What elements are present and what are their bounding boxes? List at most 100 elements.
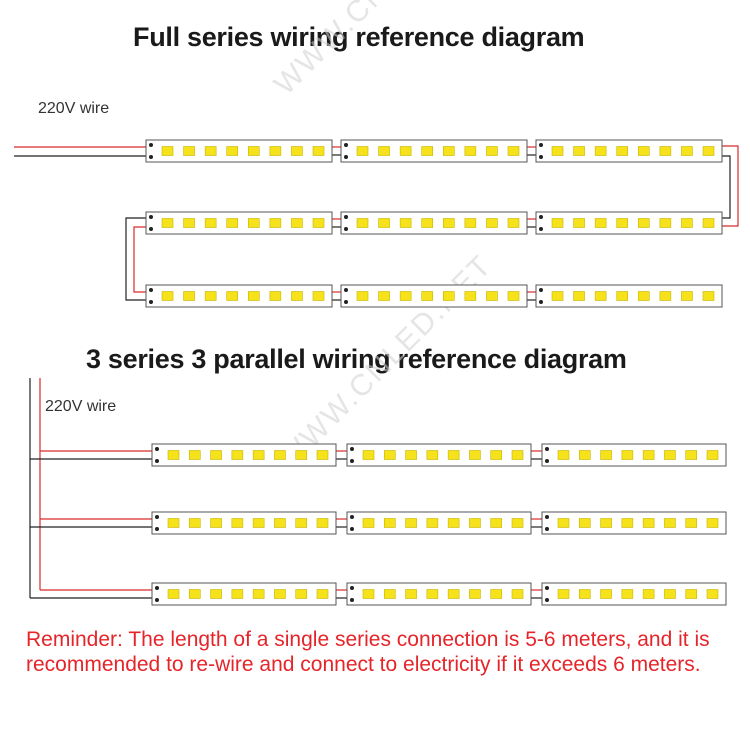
solder-pad [149,155,153,159]
led-chip [573,146,585,156]
led-chip [247,146,260,156]
led-chip [511,450,524,460]
strip-body [346,582,532,606]
led-chip [421,291,434,301]
led-chip [362,589,375,599]
led-chip [685,450,698,460]
led-chip [469,518,481,528]
solder-pad [350,527,354,531]
strip-body [346,511,532,535]
led-chip [204,146,217,156]
led-strip [151,582,337,606]
led-strip [535,139,723,163]
solder-pad [344,288,348,292]
led-chip [706,518,719,528]
led-chip [188,450,201,460]
led-chip [659,146,672,156]
solder-pad [545,598,549,602]
wire-red [133,226,146,293]
series-diagram-title: Full series wiring reference diagram [133,22,585,52]
led-chip [642,518,655,528]
strip-body [535,139,723,163]
led-chip [312,146,325,156]
solder-pad [539,288,543,292]
led-chip [405,518,417,528]
led-chip [269,291,282,301]
led-strip [145,211,333,235]
led-chip [161,146,174,156]
led-chip [383,589,396,599]
led-chip [252,450,265,460]
led-chip [399,146,412,156]
led-strips [145,139,727,606]
led-chip [600,450,612,460]
solder-pad [350,586,354,590]
led-chip [578,450,591,460]
led-chip [486,146,498,156]
solder-pad [545,586,549,590]
solder-pad [155,598,159,602]
led-chip [399,291,412,301]
led-chip [578,518,591,528]
solder-pad [539,227,543,231]
led-chip [231,589,244,599]
led-chip [210,589,222,599]
solder-pad [545,527,549,531]
led-chip [204,291,217,301]
led-chip [291,218,303,228]
led-chip [356,218,369,228]
strip-body [340,284,528,308]
strip-body [151,443,337,467]
solder-pad [539,300,543,304]
strip-body [151,582,337,606]
led-chip [469,450,481,460]
led-strip [340,211,528,235]
led-chip [664,589,676,599]
led-chip [399,218,412,228]
solder-pad [155,447,159,451]
strip-body [535,211,723,235]
led-chip [356,291,369,301]
led-chip [188,589,201,599]
led-chip [442,146,455,156]
led-chip [637,146,650,156]
led-chip [637,218,650,228]
led-chip [490,450,503,460]
led-chip [383,450,396,460]
led-chip [557,450,570,460]
solder-pad [149,215,153,219]
led-chip [464,291,477,301]
led-chip [421,218,434,228]
led-chip [167,518,180,528]
solder-pad [155,586,159,590]
led-chip [269,146,282,156]
led-chip [226,218,239,228]
solder-pad [350,515,354,519]
led-strip [151,443,337,467]
led-chip [621,450,634,460]
led-chip [594,146,607,156]
led-chip [464,218,477,228]
led-chip [362,518,375,528]
led-strip [151,511,337,535]
led-chip [295,518,308,528]
solder-pad [149,288,153,292]
led-chip [269,218,282,228]
led-strip [535,284,723,308]
led-chip [183,218,195,228]
solder-pad [539,215,543,219]
led-strip [145,139,333,163]
led-chip [659,291,672,301]
solder-pad [344,300,348,304]
led-chip [183,146,195,156]
solder-pad [155,527,159,531]
led-chip [312,218,325,228]
strip-body [145,284,333,308]
strip-body [541,443,727,467]
led-chip [188,518,201,528]
led-chip [573,218,585,228]
led-strip [541,511,727,535]
wire-red [722,145,739,227]
led-chip [231,450,244,460]
